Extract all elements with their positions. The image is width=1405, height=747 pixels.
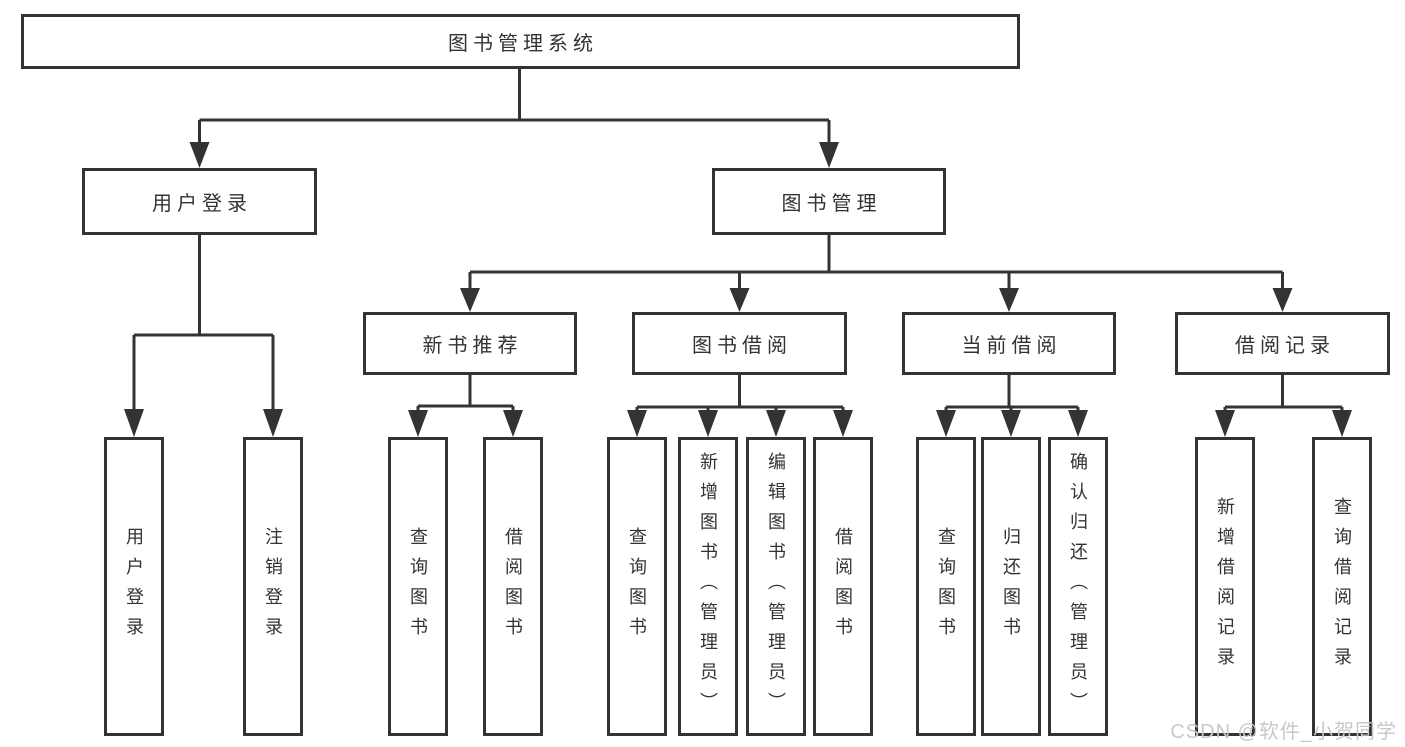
- node-borrow-record: 借阅记录: [1175, 312, 1390, 375]
- leaf-query-book-borrow: 查询图书: [607, 437, 667, 736]
- leaf-query-borrow-record: 查询借阅记录: [1312, 437, 1372, 736]
- csdn-watermark: CSDN @软件_小贺同学: [1170, 721, 1397, 743]
- leaf-edit-book-admin: 编辑图书（管理员）: [746, 437, 806, 736]
- leaf-borrow-book-recommend: 借阅图书: [483, 437, 543, 736]
- connector-user-login-children: [124, 235, 283, 437]
- leaf-add-book-admin: 新增图书（管理员）: [678, 437, 738, 736]
- connector-book-management-children: [460, 235, 1293, 312]
- node-new-book-recommend: 新书推荐: [363, 312, 577, 375]
- node-book-management: 图书管理: [712, 168, 946, 235]
- connector-new-book-children: [408, 375, 523, 437]
- leaf-query-book-recommend: 查询图书: [388, 437, 448, 736]
- connector-current-borrow-children: [936, 375, 1088, 437]
- connector-book-borrow-children: [627, 375, 853, 437]
- node-user-login: 用户登录: [82, 168, 317, 235]
- leaf-add-borrow-record: 新增借阅记录: [1195, 437, 1255, 736]
- leaf-logout: 注销登录: [243, 437, 303, 736]
- leaf-return-book: 归还图书: [981, 437, 1041, 736]
- leaf-borrow-book: 借阅图书: [813, 437, 873, 736]
- connector-borrow-record-children: [1215, 375, 1352, 437]
- node-book-borrow: 图书借阅: [632, 312, 847, 375]
- node-current-borrow: 当前借阅: [902, 312, 1116, 375]
- leaf-confirm-return-admin: 确认归还（管理员）: [1048, 437, 1108, 736]
- connector-root-to-branches: [189, 69, 839, 168]
- leaf-user-login: 用户登录: [104, 437, 164, 736]
- leaf-query-book-current: 查询图书: [916, 437, 976, 736]
- node-library-management-system: 图书管理系统: [21, 14, 1020, 69]
